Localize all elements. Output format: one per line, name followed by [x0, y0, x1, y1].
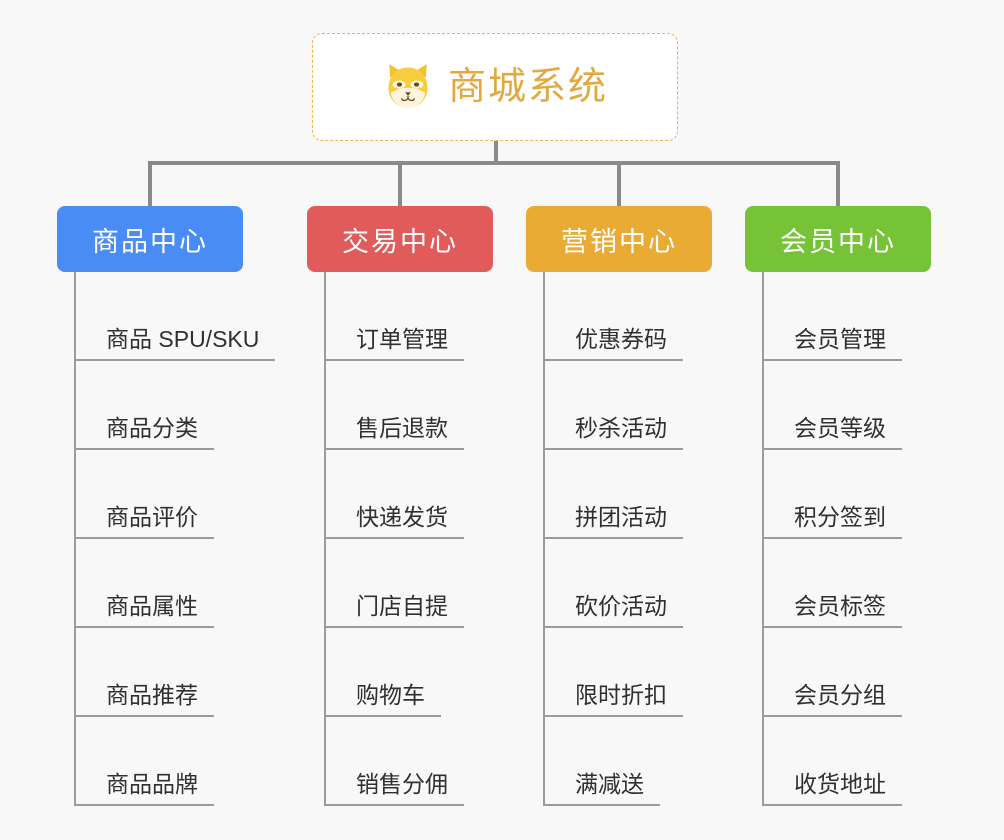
- leaf-item[interactable]: 订单管理: [324, 272, 464, 361]
- leaf-item-label: 会员等级: [762, 415, 902, 450]
- leaf-item[interactable]: 商品评价: [74, 450, 275, 539]
- leaf-item-label: 商品品牌: [74, 771, 214, 806]
- leaf-item-label: 会员标签: [762, 593, 902, 628]
- leaf-item-label: 商品 SPU/SKU: [74, 326, 276, 361]
- leaf-item-label: 快递发货: [324, 504, 464, 539]
- category-label: 会员中心: [780, 226, 896, 257]
- category-label: 商品中心: [92, 226, 208, 257]
- leaf-column-product-center: 商品 SPU/SKU 商品分类商品评价商品属性商品推荐商品品牌: [74, 272, 276, 806]
- leaf-item-label: 优惠券码: [543, 326, 683, 361]
- leaf-item-label: 订单管理: [324, 326, 464, 361]
- leaf-item[interactable]: 会员管理: [762, 272, 902, 361]
- column-spine: [74, 272, 76, 806]
- drop-connector-marketing-center: [617, 161, 621, 208]
- leaf-item[interactable]: 售后退款: [324, 361, 464, 450]
- column-spine: [762, 272, 764, 806]
- root-title: 商城系统: [447, 66, 608, 108]
- category-box-trade-center[interactable]: 交易中心: [307, 206, 493, 272]
- horizontal-bus-connector: [148, 161, 836, 165]
- leaf-item-label: 商品评价: [74, 504, 214, 539]
- leaf-item[interactable]: 收货地址: [762, 717, 902, 806]
- leaf-item-label: 购物车: [324, 682, 441, 717]
- leaf-item-label: 门店自提: [324, 593, 464, 628]
- category-box-product-center[interactable]: 商品中心: [57, 206, 243, 272]
- leaf-item[interactable]: 门店自提: [324, 539, 464, 628]
- leaf-item[interactable]: 商品 SPU/SKU: [74, 272, 276, 361]
- column-spine: [543, 272, 545, 806]
- category-label: 营销中心: [561, 226, 677, 257]
- leaf-item-label: 秒杀活动: [543, 415, 683, 450]
- drop-connector-member-center: [836, 161, 840, 208]
- leaf-item[interactable]: 拼团活动: [543, 450, 683, 539]
- leaf-item[interactable]: 会员分组: [762, 628, 902, 717]
- drop-connector-trade-center: [398, 161, 402, 208]
- leaf-item[interactable]: 积分签到: [762, 450, 902, 539]
- root-stem-connector: [494, 141, 498, 164]
- leaf-item[interactable]: 商品属性: [74, 539, 275, 628]
- leaf-column-member-center: 会员管理会员等级积分签到会员标签会员分组收货地址: [762, 272, 902, 806]
- leaf-item-label: 售后退款: [324, 415, 464, 450]
- leaf-item[interactable]: 商品分类: [74, 361, 275, 450]
- leaf-item[interactable]: 秒杀活动: [543, 361, 683, 450]
- leaf-item[interactable]: 满减送: [543, 717, 683, 806]
- leaf-item-label: 砍价活动: [543, 593, 683, 628]
- leaf-item[interactable]: 快递发货: [324, 450, 464, 539]
- leaf-item[interactable]: 优惠券码: [543, 272, 683, 361]
- leaf-item[interactable]: 会员标签: [762, 539, 902, 628]
- leaf-column-marketing-center: 优惠券码秒杀活动拼团活动砍价活动限时折扣满减送: [543, 272, 683, 806]
- root-node[interactable]: 商城系统: [312, 33, 678, 141]
- leaf-item-label: 商品分类: [74, 415, 214, 450]
- leaf-item-label: 收货地址: [762, 771, 902, 806]
- leaf-item-label: 商品推荐: [74, 682, 214, 717]
- leaf-item-label: 满减送: [543, 771, 660, 806]
- leaf-item-label: 商品属性: [74, 593, 214, 628]
- leaf-item-label: 销售分佣: [324, 771, 464, 806]
- leaf-item-label: 限时折扣: [543, 682, 683, 717]
- leaf-column-trade-center: 订单管理售后退款快递发货门店自提购物车销售分佣: [324, 272, 464, 806]
- category-label: 交易中心: [342, 226, 458, 257]
- leaf-item[interactable]: 会员等级: [762, 361, 902, 450]
- leaf-item-label: 会员分组: [762, 682, 902, 717]
- leaf-item-label: 拼团活动: [543, 504, 683, 539]
- leaf-item[interactable]: 限时折扣: [543, 628, 683, 717]
- drop-connector-product-center: [148, 161, 152, 208]
- shiba-dog-face-icon: [382, 61, 434, 113]
- leaf-item[interactable]: 商品推荐: [74, 628, 275, 717]
- leaf-item[interactable]: 购物车: [324, 628, 464, 717]
- leaf-item[interactable]: 砍价活动: [543, 539, 683, 628]
- category-box-marketing-center[interactable]: 营销中心: [526, 206, 712, 272]
- column-spine: [324, 272, 326, 806]
- leaf-item-label: 会员管理: [762, 326, 902, 361]
- category-box-member-center[interactable]: 会员中心: [745, 206, 931, 272]
- leaf-item[interactable]: 销售分佣: [324, 717, 464, 806]
- leaf-item[interactable]: 商品品牌: [74, 717, 275, 806]
- leaf-item-label: 积分签到: [762, 504, 902, 539]
